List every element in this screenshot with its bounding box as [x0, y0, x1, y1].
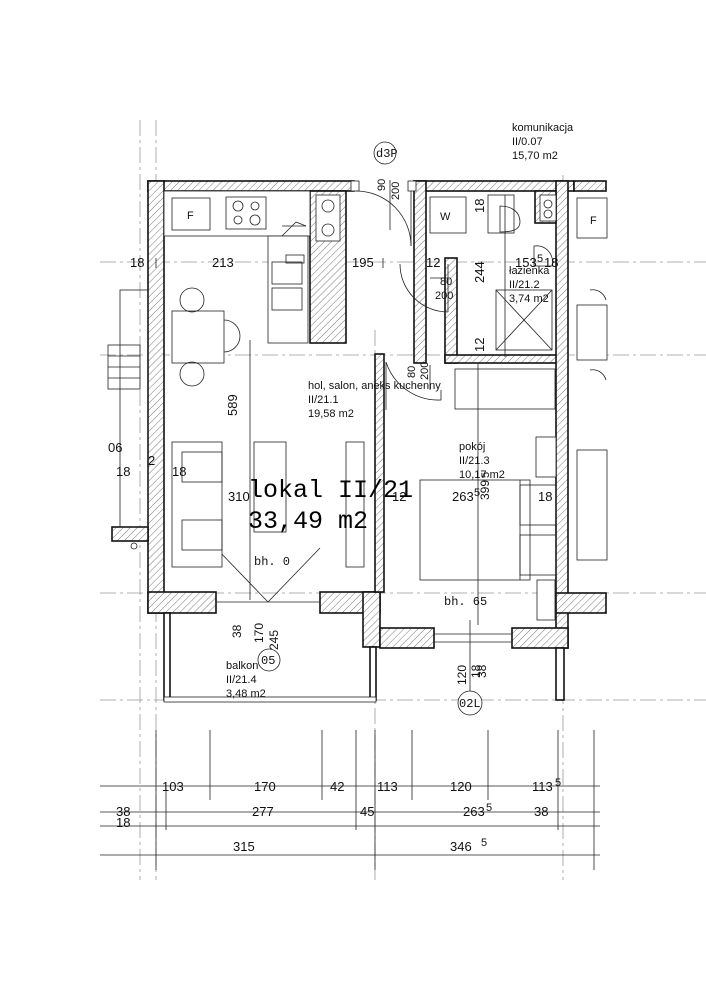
dim: 18 — [116, 464, 130, 479]
room-bathroom: łazienka II/21.2 3,74 m2 — [509, 265, 550, 305]
dim: 18 — [472, 199, 487, 213]
dim-sup: 5 — [486, 802, 492, 814]
dim: 12 — [392, 489, 406, 504]
neighbour-fixtures — [107, 197, 608, 561]
dim: 18 — [544, 255, 558, 270]
dim: 113 — [377, 779, 398, 794]
dim: 18 — [172, 464, 186, 479]
dim: 245 — [267, 630, 281, 650]
dim: 213 — [212, 255, 234, 270]
fridge-label-right: F — [590, 215, 597, 227]
dim: 113 — [532, 779, 553, 794]
room-living: hol, salon, aneks kuchenny II/21.1 19,58… — [308, 380, 441, 420]
dim: 170 — [252, 623, 266, 643]
room-area: 10,17 m2 — [459, 469, 505, 481]
dim-sup: 5 — [481, 837, 487, 849]
room-id: II/21.3 — [459, 455, 490, 467]
dim: 18 — [469, 664, 483, 678]
dim: 18 — [130, 255, 144, 270]
bedroom-furniture — [419, 368, 557, 621]
dim: 277 — [252, 804, 274, 819]
dim: 12 — [426, 255, 440, 270]
room-name: pokój — [459, 441, 485, 453]
level-living: bh. 0 — [254, 555, 290, 569]
dim-sup: 5 — [555, 777, 561, 789]
unit-title: lokal II/21 — [248, 476, 413, 505]
dim: 589 — [225, 394, 240, 416]
dim: 42 — [330, 779, 344, 794]
dim: 38 — [475, 664, 489, 678]
dim: 38 — [230, 624, 244, 638]
dining-set — [171, 287, 241, 387]
dim: 120 — [455, 665, 469, 685]
dim: 2 — [148, 453, 155, 468]
dim: 244 — [472, 261, 487, 283]
living-furniture — [171, 441, 365, 568]
room-name: komunikacja — [512, 122, 574, 134]
dim-sup: 5 — [480, 472, 492, 478]
dim: 90 — [376, 179, 388, 191]
dim: 310 — [228, 489, 250, 504]
dim: 170 — [254, 779, 276, 794]
tag-02l: 02L — [459, 697, 481, 711]
door-tags — [257, 141, 483, 716]
tag-05: 05 — [261, 654, 275, 668]
fridge-label: F — [187, 210, 194, 222]
dim: 18 — [538, 489, 552, 504]
room-area: 15,70 m2 — [512, 150, 558, 162]
dim: 80 — [406, 366, 418, 378]
level-bedroom: bh. 65 — [444, 595, 487, 609]
kitchen — [163, 190, 341, 344]
washer-label: W — [440, 211, 451, 223]
room-name: łazienka — [509, 265, 550, 277]
room-communication: komunikacja II/0.07 15,70 m2 — [512, 122, 574, 162]
room-area: 3,74 m2 — [509, 293, 549, 305]
dim: 399 — [478, 480, 492, 500]
dim: 200 — [419, 362, 431, 380]
room-area: 19,58 m2 — [308, 408, 354, 420]
dim-sup: 5 — [537, 253, 543, 265]
dim: 45 — [360, 804, 374, 819]
dim: 315 — [233, 839, 255, 854]
room-id: II/21.4 — [226, 674, 257, 686]
dim: 06 — [108, 440, 122, 455]
dim: 12 — [472, 338, 487, 352]
dim: 120 — [450, 779, 472, 794]
dim-sup: 5 — [474, 487, 480, 499]
room-id: II/0.07 — [512, 136, 543, 148]
dim: 346 — [450, 839, 472, 854]
dim: 195 — [352, 255, 374, 270]
dim: 103 — [162, 779, 184, 794]
room-id: II/21.1 — [308, 394, 339, 406]
room-name: balkon — [226, 660, 258, 672]
room-area: 3,48 m2 — [226, 688, 266, 700]
room-id: II/21.2 — [509, 279, 540, 291]
dim: 200 — [435, 290, 453, 302]
dim: 263 — [463, 804, 485, 819]
dim: 80 — [440, 276, 452, 288]
tag-d3p: d3P — [376, 147, 398, 161]
dim: 38 — [534, 804, 548, 819]
room-balcony: balkon II/21.4 3,48 m2 — [226, 660, 266, 700]
dimension-lines — [100, 180, 600, 870]
dim: 153 — [515, 255, 537, 270]
doors — [215, 180, 512, 643]
room-name: hol, salon, aneks kuchenny — [308, 380, 441, 392]
dim: 18 — [116, 815, 130, 830]
unit-area: 33,49 m2 — [248, 507, 368, 536]
room-bedroom: pokój II/21.3 10,17 m2 — [459, 441, 505, 481]
dim: 38 — [116, 804, 130, 819]
dim: 263 — [452, 489, 474, 504]
dim: 200 — [390, 182, 402, 200]
